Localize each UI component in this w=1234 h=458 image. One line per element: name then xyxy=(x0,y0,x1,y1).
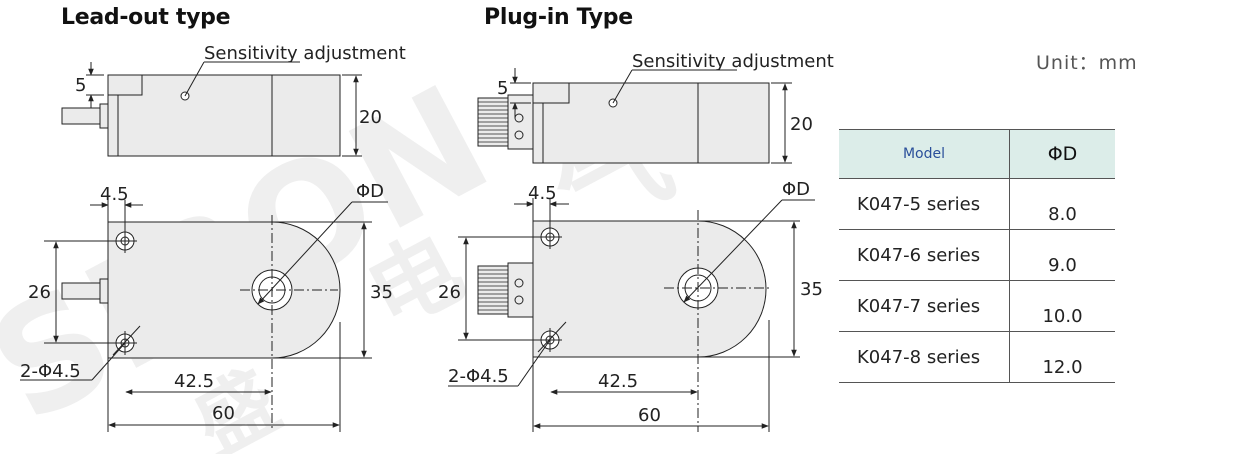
row-model: K047-6 series xyxy=(839,229,1010,281)
plug-in-dim-20: 20 xyxy=(790,114,813,135)
row-model: K047-5 series xyxy=(839,178,1010,230)
lead-out-dim-phi-d: ΦD xyxy=(356,181,385,202)
lead-out-side-view xyxy=(61,61,362,157)
plug-in-dim-60: 60 xyxy=(638,405,661,426)
lead-out-dim-4-5: 4.5 xyxy=(100,184,129,205)
plug-in-dim-42-5: 42.5 xyxy=(598,371,639,392)
table-row: K047-5 series 8.0 xyxy=(839,178,1115,230)
plug-in-sensitivity-label: Sensitivity adjustment xyxy=(632,51,834,72)
plug-in-top-view xyxy=(448,198,815,432)
lead-out-top-view xyxy=(20,200,388,432)
lead-out-dim-60: 60 xyxy=(212,403,235,424)
lead-out-dim-5: 5 xyxy=(75,75,87,96)
header-model: Model xyxy=(839,129,1010,179)
plug-in-side-view xyxy=(477,68,792,164)
row-value: 8.0 xyxy=(1009,178,1115,230)
row-value: 10.0 xyxy=(1009,280,1115,332)
plug-in-dim-5: 5 xyxy=(497,78,509,99)
header-phi-d: ΦD xyxy=(1009,129,1115,179)
lead-out-title: Lead-out type xyxy=(61,5,231,30)
plug-in-dim-hole: 2-Φ4.5 xyxy=(448,366,509,387)
unit-label: Unit：mm xyxy=(1036,52,1138,74)
table-header-row: Model ΦD xyxy=(839,129,1115,179)
plug-in-dim-35: 35 xyxy=(800,279,823,300)
row-value: 12.0 xyxy=(1009,331,1115,383)
table-row: K047-8 series 12.0 xyxy=(839,331,1115,383)
table-row: K047-6 series 9.0 xyxy=(839,229,1115,281)
lead-out-dim-26: 26 xyxy=(28,282,51,303)
row-model: K047-8 series xyxy=(839,331,1010,383)
model-spec-table: Model ΦD K047-5 series 8.0 K047-6 series… xyxy=(839,129,1115,383)
row-value: 9.0 xyxy=(1009,229,1115,281)
row-model: K047-7 series xyxy=(839,280,1010,332)
plug-in-title: Plug-in Type xyxy=(484,5,633,30)
lead-out-dim-hole: 2-Φ4.5 xyxy=(20,361,81,382)
lead-out-sensitivity-label: Sensitivity adjustment xyxy=(204,43,406,64)
lead-out-dim-35: 35 xyxy=(370,282,393,303)
lead-out-dim-42-5: 42.5 xyxy=(174,371,215,392)
table-row: K047-7 series 10.0 xyxy=(839,280,1115,332)
plug-in-dim-phi-d: ΦD xyxy=(782,179,811,200)
plug-in-dim-4-5: 4.5 xyxy=(528,183,557,204)
plug-in-dim-26: 26 xyxy=(438,282,461,303)
lead-out-dim-20: 20 xyxy=(359,107,382,128)
